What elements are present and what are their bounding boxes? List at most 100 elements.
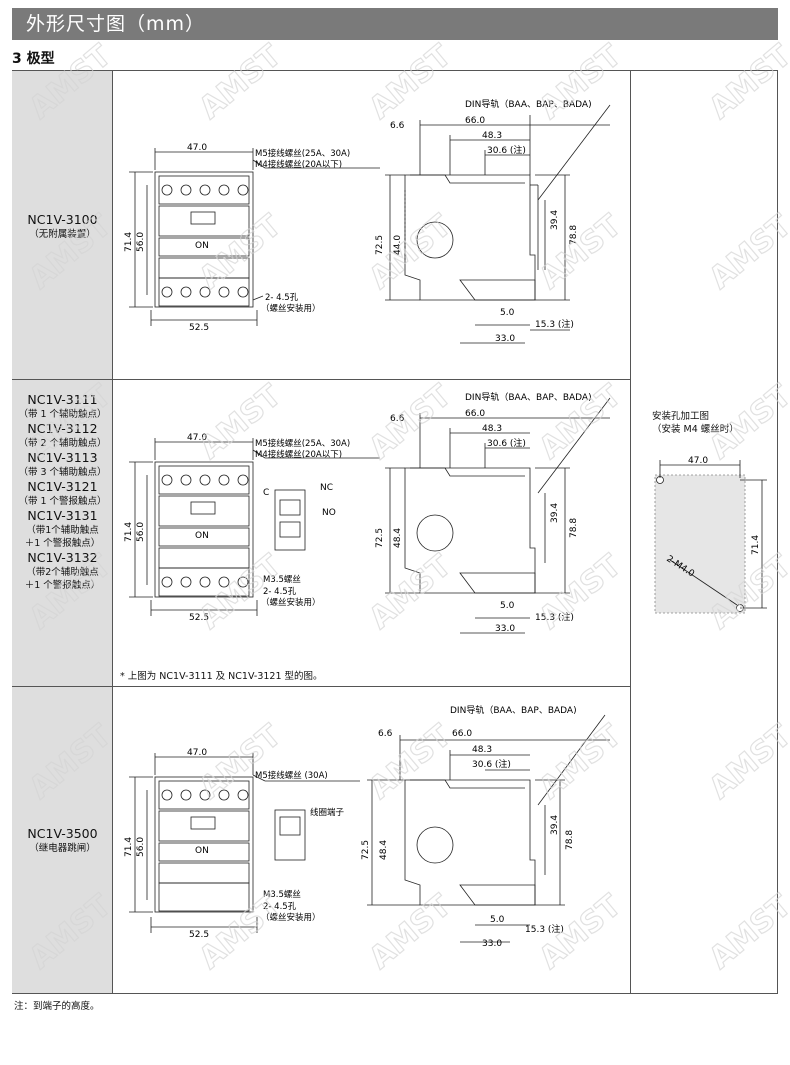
model-name: NC1V-3111 bbox=[27, 392, 98, 407]
model-desc: （带 1 个警报触点） bbox=[18, 496, 107, 507]
dim-width-top: 47.0 bbox=[187, 748, 207, 758]
screw-m4-label: M4接线螺丝(20A以下) bbox=[255, 449, 342, 460]
dim-width-bottom: 52.5 bbox=[189, 613, 209, 623]
model-name: NC1V-3100 bbox=[27, 212, 98, 227]
hole-desc: （螺丝安装用） bbox=[261, 912, 321, 923]
model-desc: （带 2 个辅助触点） bbox=[18, 438, 107, 449]
row1-label: NC1V-3100 （无附属装置） bbox=[12, 212, 113, 241]
din-rail-label: DIN导轨（BAA、BAP、BADA) bbox=[465, 391, 592, 403]
mount-height: 71.4 bbox=[751, 535, 761, 555]
dim-78.8: 78.8 bbox=[569, 518, 579, 538]
mount-width: 47.0 bbox=[688, 456, 708, 466]
side-view-drawing: DIN导轨（BAA、BAP、BADA) 6.6 66.0 48.3 30.6 (… bbox=[375, 98, 611, 344]
dim-72.5: 72.5 bbox=[375, 528, 385, 548]
on-label: ON bbox=[195, 241, 209, 251]
front-view-aux-drawing: 47.0 52.5 ON M5接线螺丝(25A、30A) M4接线螺丝(20A以… bbox=[124, 433, 380, 623]
din-rail-label: DIN导轨（BAA、BAP、BADA) bbox=[465, 98, 592, 110]
dim-height-inner: 56.0 bbox=[136, 837, 146, 857]
dim-6.6: 6.6 bbox=[390, 121, 405, 131]
front-view-relay-drawing: 47.0 52.5 ON M5接线螺丝 (30A) 线圈端子 M3.5螺丝 2-… bbox=[124, 748, 360, 940]
footnote: 注：到端子的高度。 bbox=[14, 1001, 100, 1012]
coil-terminal-label: 线圈端子 bbox=[310, 807, 345, 818]
dim-78.8: 78.8 bbox=[565, 830, 575, 850]
dim-30.6: 30.6 (注) bbox=[487, 437, 526, 449]
contact-no: NO bbox=[322, 508, 336, 518]
m35-label: M3.5螺丝 bbox=[263, 889, 301, 900]
dim-width-top: 47.0 bbox=[187, 143, 207, 153]
dim-5: 5.0 bbox=[500, 601, 515, 611]
row-divider bbox=[12, 379, 631, 380]
contact-nc: NC bbox=[320, 483, 333, 493]
row-divider bbox=[12, 686, 631, 687]
dim-39.4: 39.4 bbox=[550, 815, 560, 835]
hole-label: 2- 4.5孔 bbox=[263, 587, 297, 597]
dim-15.3: 15.3 (注) bbox=[535, 611, 574, 623]
model-desc: （带1个辅助触点 bbox=[26, 525, 99, 536]
model-name: NC1V-3121 bbox=[27, 479, 98, 494]
dim-72.5: 72.5 bbox=[361, 840, 371, 860]
dim-72.5: 72.5 bbox=[375, 235, 385, 255]
model-desc: （带 1 个辅助触点） bbox=[18, 409, 107, 420]
screw-m5-label: M5接线螺丝(25A、30A) bbox=[255, 148, 350, 159]
dim-6.6: 6.6 bbox=[378, 729, 393, 739]
hole-label: 2- 4.5孔 bbox=[265, 293, 299, 303]
model-desc: （无附属装置） bbox=[29, 229, 96, 240]
dim-39.4: 39.4 bbox=[550, 503, 560, 523]
mounting-hole-drawing: 47.0 71.4 2-M4.0 bbox=[654, 456, 767, 614]
dim-48.3: 48.3 bbox=[482, 424, 502, 434]
front-view-drawing: 47.0 52.5 ON M5接线螺丝(25A、30A) M4接线螺丝(20A以… bbox=[124, 143, 380, 333]
dim-30.6: 30.6 (注) bbox=[472, 758, 511, 770]
model-name: NC1V-3131 bbox=[27, 508, 98, 523]
dim-33: 33.0 bbox=[495, 624, 515, 634]
label-column bbox=[12, 71, 113, 993]
dim-48.4: 48.4 bbox=[393, 528, 403, 548]
dim-height-inner: 56.0 bbox=[136, 522, 146, 542]
screw-m4-label: M4接线螺丝(20A以下) bbox=[255, 159, 342, 170]
dim-width-bottom: 52.5 bbox=[189, 930, 209, 940]
model-name: NC1V-3113 bbox=[27, 450, 98, 465]
dim-66: 66.0 bbox=[465, 409, 485, 419]
page-title: 外形尺寸图（mm） bbox=[12, 8, 778, 40]
figure-note: * 上图为 NC1V-3111 及 NC1V-3121 型的图。 bbox=[120, 671, 323, 682]
m35-label: M3.5螺丝 bbox=[263, 574, 301, 585]
screw-m5-label: M5接线螺丝 (30A) bbox=[255, 770, 328, 781]
dim-height-outer: 71.4 bbox=[124, 522, 134, 542]
model-desc: ＋1 个警报触点） bbox=[24, 580, 101, 591]
mount-title: 安装孔加工图 （安装 M4 螺丝时） bbox=[652, 411, 739, 435]
model-name: NC1V-3500 bbox=[27, 826, 98, 841]
dim-width-bottom: 52.5 bbox=[189, 323, 209, 333]
column-divider bbox=[630, 70, 631, 994]
model-desc: （继电器跳闸） bbox=[29, 843, 96, 854]
model-desc: ＋1 个警报触点） bbox=[24, 538, 101, 549]
dim-height-outer: 71.4 bbox=[124, 232, 134, 252]
dim-width-top: 47.0 bbox=[187, 433, 207, 443]
contact-c: C bbox=[263, 488, 269, 498]
dim-33: 33.0 bbox=[495, 334, 515, 344]
model-name: NC1V-3132 bbox=[27, 550, 98, 565]
model-desc: （带 3 个辅助触点） bbox=[18, 467, 107, 478]
dim-66: 66.0 bbox=[465, 116, 485, 126]
dim-6.6: 6.6 bbox=[390, 414, 405, 424]
hole-desc: （螺丝安装用） bbox=[261, 597, 321, 608]
dim-39.4: 39.4 bbox=[550, 210, 560, 230]
model-name: NC1V-3112 bbox=[27, 421, 98, 436]
dim-height-outer: 71.4 bbox=[124, 837, 134, 857]
dim-5: 5.0 bbox=[490, 915, 505, 925]
dim-66: 66.0 bbox=[452, 729, 472, 739]
on-label: ON bbox=[195, 531, 209, 541]
dim-48.3: 48.3 bbox=[472, 745, 492, 755]
model-desc: （带2个辅助触点 bbox=[26, 567, 99, 578]
dim-15.3: 15.3 (注) bbox=[535, 318, 574, 330]
dim-48.3: 48.3 bbox=[482, 131, 502, 141]
dim-30.6: 30.6 (注) bbox=[487, 144, 526, 156]
dim-48.4: 48.4 bbox=[379, 840, 389, 860]
section-subtitle: 3 极型 bbox=[12, 51, 55, 67]
row2-label: NC1V-3111 （带 1 个辅助触点） NC1V-3112 （带 2 个辅助… bbox=[12, 392, 113, 592]
side-view-aux-drawing: DIN导轨（BAA、BAP、BADA) 6.6 66.0 48.3 30.6 (… bbox=[375, 391, 611, 634]
on-label: ON bbox=[195, 846, 209, 856]
dim-78.8: 78.8 bbox=[569, 225, 579, 245]
hole-label: 2- 4.5孔 bbox=[263, 902, 297, 912]
screw-m5-label: M5接线螺丝(25A、30A) bbox=[255, 438, 350, 449]
dim-33: 33.0 bbox=[482, 939, 502, 949]
dim-15.3: 15.3 (注) bbox=[525, 923, 564, 935]
